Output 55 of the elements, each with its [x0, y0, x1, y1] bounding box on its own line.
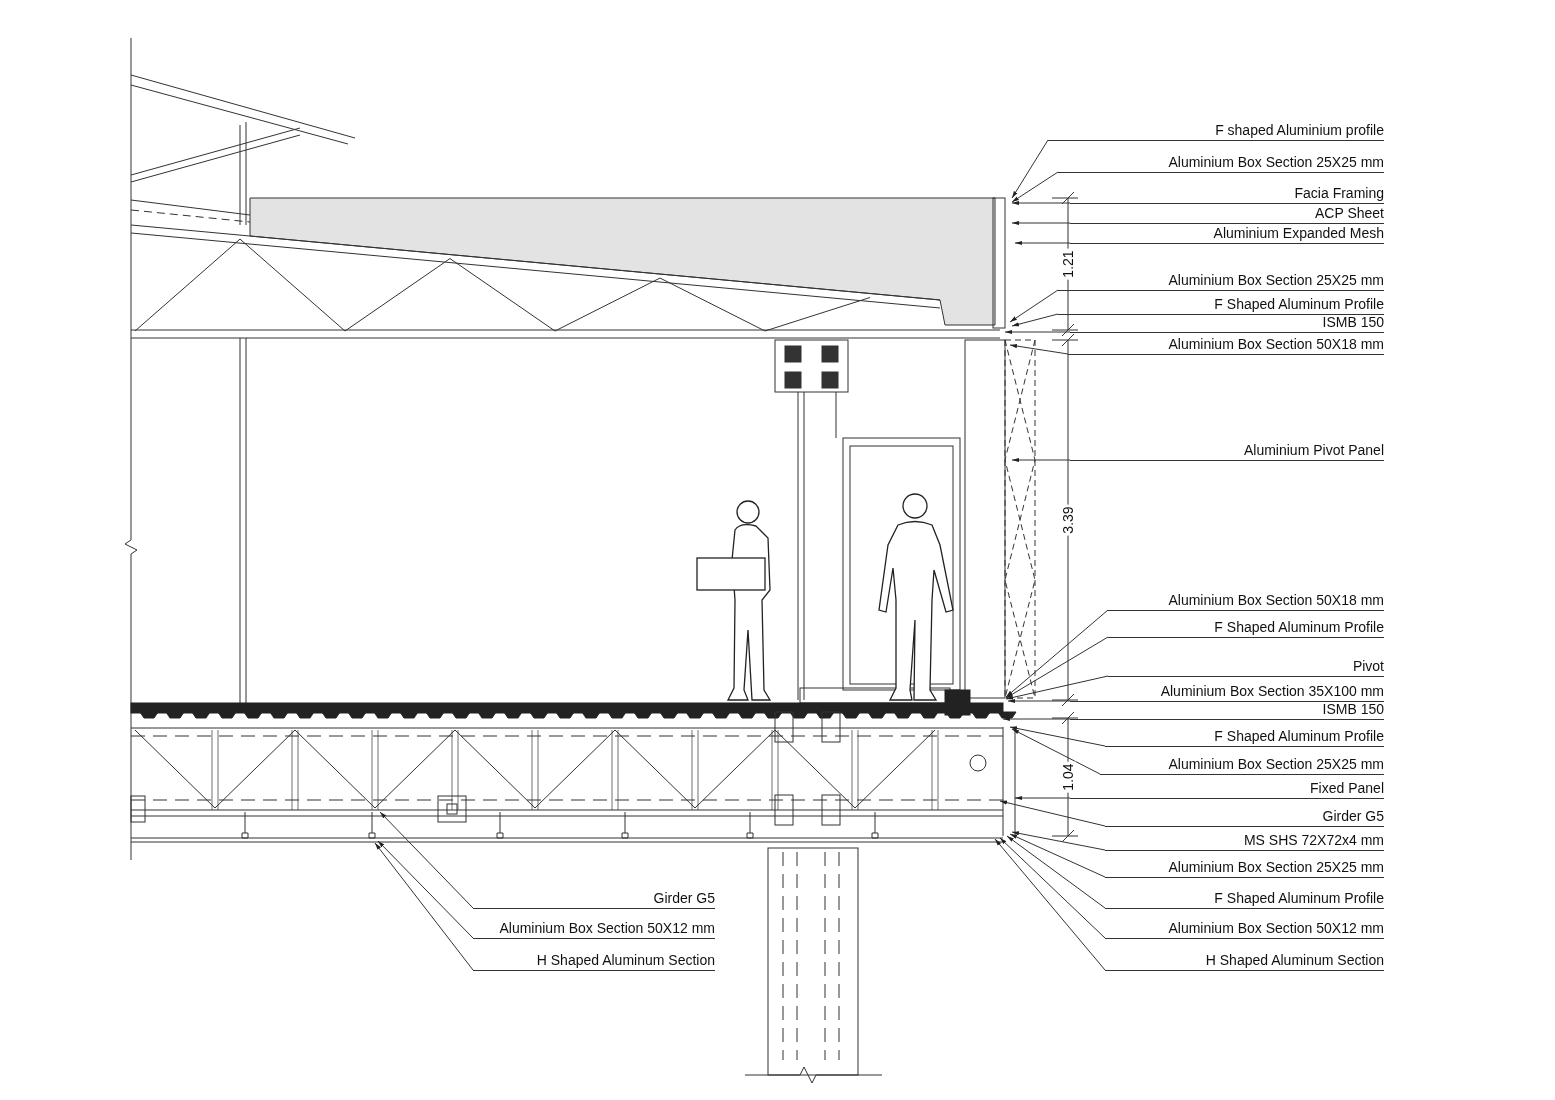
leader-line — [1009, 833, 1106, 878]
leader-line — [374, 842, 474, 971]
leader-line — [1011, 457, 1071, 463]
leader-line — [1002, 716, 1071, 722]
leader-line — [994, 838, 1106, 971]
dimension-label: 3.39 — [1060, 504, 1076, 536]
leader-line — [1011, 831, 1106, 851]
callout-label: Aluminium Box Section 25X25 mm — [1105, 858, 1384, 878]
callout-label: Aluminium Expanded Mesh — [1070, 224, 1384, 244]
callout-label: Aluminium Box Section 25X25 mm — [1100, 755, 1384, 775]
leader-line — [999, 837, 1106, 939]
callout-label: Aluminium Box Section 50X18 mm — [1068, 335, 1384, 355]
leader-line — [1011, 728, 1101, 775]
callout-label: Aluminium Pivot Panel — [1070, 441, 1384, 461]
callout-label: Girder G5 — [1105, 807, 1384, 827]
leader-line — [1006, 835, 1106, 909]
callout-label: H Shaped Aluminum Section — [473, 951, 715, 971]
leader-line — [1014, 240, 1071, 246]
leader-line — [1005, 609, 1109, 698]
leader-line — [377, 840, 474, 939]
callout-label: F shaped Aluminium profile — [1048, 121, 1384, 141]
leader-line — [1014, 795, 1071, 801]
leader-line — [1009, 344, 1069, 355]
callout-label: Aluminium Box Section 35X100 mm — [1070, 682, 1384, 702]
callout-label: F Shaped Aluminum Profile — [1108, 618, 1384, 638]
callout-label: Pivot — [1108, 657, 1384, 677]
dimension-label: 1.21 — [1060, 248, 1076, 280]
callout-label: MS SHS 72X72x4 mm — [1105, 831, 1384, 851]
callout-label: Aluminium Box Section 50X12 mm — [1105, 919, 1384, 939]
callout-label: Girder G5 — [473, 889, 715, 909]
callout-label: F Shaped Aluminum Profile — [1105, 889, 1384, 909]
leader-line — [1011, 139, 1049, 199]
leader-line — [999, 800, 1106, 827]
leader-line — [1005, 636, 1109, 699]
leader-line — [1007, 698, 1071, 704]
dimension-label: 1.04 — [1060, 761, 1076, 793]
callout-label: Aluminium Box Section 50X18 mm — [1108, 591, 1384, 611]
leader-line — [1005, 675, 1109, 700]
leader-line — [1004, 329, 1071, 335]
leader-line — [379, 811, 474, 909]
callout-label: H Shaped Aluminum Section — [1105, 951, 1384, 971]
leader-line — [1011, 313, 1059, 327]
leader-line — [1011, 171, 1059, 203]
callout-label: Aluminium Box Section 25X25 mm — [1058, 153, 1384, 173]
callout-label: Aluminium Box Section 50X12 mm — [473, 919, 715, 939]
leader-line — [1009, 289, 1059, 323]
callout-label: ISMB 150 — [1070, 313, 1384, 333]
callout-label: F Shaped Aluminum Profile — [1058, 295, 1384, 315]
callout-label: ACP Sheet — [1070, 204, 1384, 224]
leader-line — [1009, 726, 1106, 747]
callout-label: Facia Framing — [1070, 184, 1384, 204]
callout-label: F Shaped Aluminum Profile — [1105, 727, 1384, 747]
leader-line — [1011, 200, 1071, 206]
callout-label: ISMB 150 — [1070, 700, 1384, 720]
leader-line — [1011, 220, 1071, 226]
